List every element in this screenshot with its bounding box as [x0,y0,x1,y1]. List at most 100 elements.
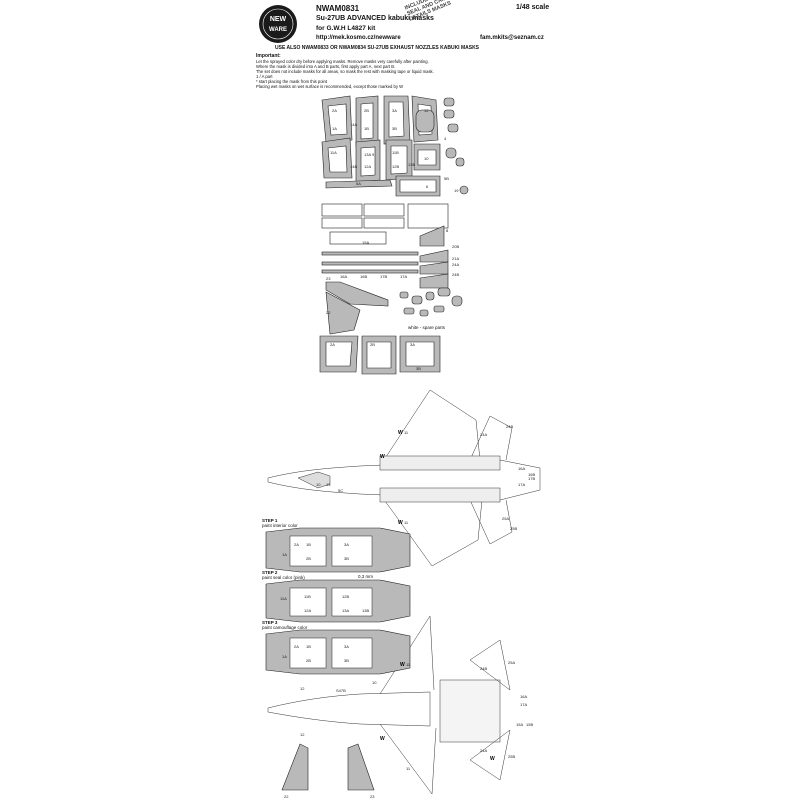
part-label: 17A [400,274,407,279]
step3-frame-front [289,637,327,669]
step-title: STEP 2 [262,570,278,575]
part-label: 3A [410,342,415,347]
note-line: Where the mask is divided into A and B p… [256,64,396,69]
long-strip-mask [321,261,419,266]
plan-label: W [490,756,495,762]
plan-label: 25B [508,754,515,759]
long-strip-mask [321,251,419,256]
step-label: 3A [344,644,349,649]
plan-label: 25A [508,660,515,665]
part-label: 12B [392,164,399,169]
part-label: 13A [364,152,371,157]
product-title: Su-27UB ADVANCED kabuki masks [316,15,434,22]
plan-label: 13 [326,482,331,487]
part-label: 3B [392,126,397,131]
plan-label: 10 [316,482,321,487]
part-label: 9 [372,152,375,157]
step-label: 2B [306,556,311,561]
step-label: 2B [306,658,311,663]
window-mask [443,109,455,119]
part-label: 2B [370,342,375,347]
part-label: 14B [350,164,357,169]
canopy-frame-mask-2b-lower [361,335,397,375]
part-label: 2B [364,108,369,113]
note-line: * start placing the mask from this point [256,79,327,84]
logo-text-2: WARE [269,27,287,33]
plan-label: 17A [520,702,527,707]
window-mask [455,157,465,167]
note-line: Let the sprayed color dry before applyin… [256,59,429,64]
step2-frame-rear [331,587,373,617]
part-label: 13B [408,162,415,167]
plan-label: 24B [480,666,487,671]
canopy-frame-mask-2a-lower [319,335,359,373]
part-label: 12A [364,164,371,169]
plan-label: 24A [480,432,487,437]
fin-mask-22 [325,291,361,335]
plan-label: 11 [404,430,409,435]
plan-label: S47B [336,688,346,693]
plan-label: W [380,736,385,742]
step-label: 2A [294,644,299,649]
plan-label: 12 [300,732,305,737]
window-mask [445,147,457,159]
detail-mask [363,217,405,229]
plan-label: 16A [518,466,525,471]
seal-strip-mask-5 [325,179,393,189]
plan-label: W [400,662,405,668]
angled-mask-21a [419,249,449,263]
plan-label: 24A [480,748,487,753]
step1-frame-rear [331,535,373,567]
step-title: STEP 1 [262,518,278,523]
canopy-frame-mask-3a-lower [399,335,441,373]
part-label: 20B [452,244,459,249]
step-instruction: paint seal color (pink) [262,575,305,580]
step-label: 3A [344,542,349,547]
plan-label: W [398,520,403,526]
step-instruction: paint interior color [262,523,298,528]
plan-label: 15B [526,722,533,727]
fin-mask-23 [325,281,389,307]
spare-part [433,305,445,313]
part-label: 17B [380,274,387,279]
seal-strip-mask-6 [395,175,441,197]
step-label: 3B [344,556,349,561]
part-label: 16B [360,274,367,279]
step-instruction: paint camouflage color [262,625,308,630]
detail-mask [407,203,449,229]
part-label: 6 [426,184,429,189]
part-label: 1A [332,126,337,131]
website-url[interactable]: http://mek.kosmo.cz/newware [316,35,401,41]
canopy-frame-mask-3a [383,95,411,145]
canopy-frame-mask-1a [321,95,353,143]
plan-label: 15A [516,722,523,727]
email-address[interactable]: fam.mkits@seznam.cz [480,35,544,41]
bottom-mask-22 [281,743,309,791]
part-label: 14A [350,122,357,127]
part-label: 22 [326,310,331,315]
step-label: 13B [362,608,369,613]
spare-part [399,291,409,299]
step-label: 12B [342,594,349,599]
step-label: 13A [342,608,349,613]
part-label: 21A [452,256,459,261]
spare-parts-note: white - spare parts [408,325,446,330]
plan-label: 10 [372,680,377,685]
plan-label: 5C [338,488,343,493]
detail-mask [321,217,363,229]
aircraft-bottom-view [267,615,511,795]
newware-logo: NEW WARE [259,5,297,43]
plan-label: 24B [506,424,513,429]
note-line: 1 / A part [256,74,273,79]
notes-title: Important: [256,53,281,59]
product-code: NWAM0831 [316,4,360,13]
canopy-frame-mask-12a [355,139,381,183]
step-label: 1A [282,654,287,659]
step-label: 12A [304,608,311,613]
spare-part [425,291,435,301]
plan-label: 11 [406,662,411,667]
step-label: 3B [344,658,349,663]
bottom-label: 23 [370,794,375,799]
part-label: 24A [452,262,459,267]
